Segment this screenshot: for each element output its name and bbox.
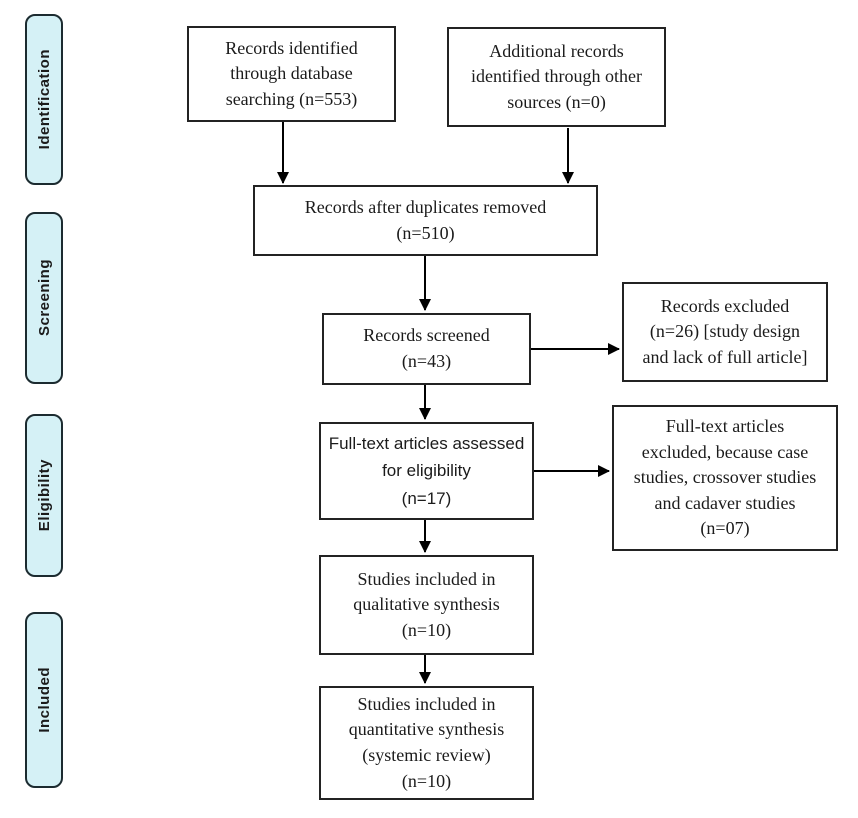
box-quantitative-synthesis: Studies included in quantitative synthes… [319,686,534,800]
box-quantitative-synthesis-text: Studies included in quantitative synthes… [348,693,505,791]
stage-label-included: Included [25,612,63,788]
box-qualitative-synthesis: Studies included in qualitative synthesi… [319,555,534,655]
box-records-identified: Records identified through database sear… [187,26,396,122]
box-records-screened: Records screened (n=43) [322,313,531,385]
box-fulltext-excluded-text: Full-text articles excluded, because cas… [633,416,817,539]
box-fulltext-assessed: Full-text articles assessed for eligibil… [319,422,534,520]
box-records-identified-text: Records identified through database sear… [225,37,358,109]
box-fulltext-assessed-text: Full-text articles assessed for eligibil… [328,434,525,508]
box-duplicates-removed-text: Records after duplicates removed (n=510) [304,196,547,243]
box-records-screened-text: Records screened (n=43) [363,325,490,371]
stage-label-eligibility: Eligibility [25,414,63,577]
stage-label-screening: Screening [25,212,63,384]
box-fulltext-excluded: Full-text articles excluded, because cas… [612,405,838,551]
box-additional-records-text: Additional records identified through ot… [471,40,642,112]
box-records-excluded: Records excluded (n=26) [study design an… [622,282,828,382]
stage-label-included-text: Included [35,667,53,733]
box-records-excluded-text: Records excluded (n=26) [study design an… [642,295,808,367]
box-duplicates-removed: Records after duplicates removed (n=510) [253,185,598,256]
stage-label-identification: Identification [25,14,63,185]
stage-label-identification-text: Identification [35,49,53,150]
box-additional-records: Additional records identified through ot… [447,27,666,127]
stage-label-eligibility-text: Eligibility [35,459,53,532]
stage-label-screening-text: Screening [35,259,53,337]
box-qualitative-synthesis-text: Studies included in qualitative synthesi… [353,568,500,640]
